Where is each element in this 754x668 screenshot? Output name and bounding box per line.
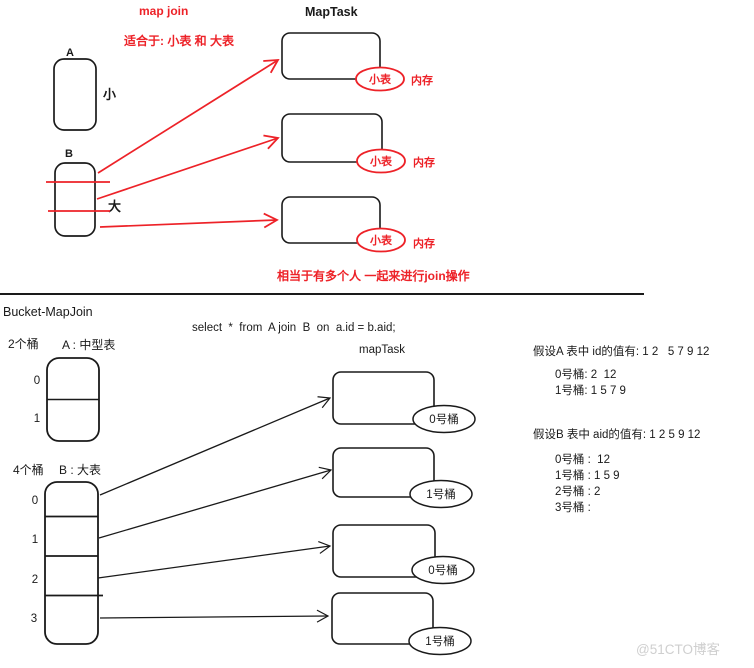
notes-b-line-3: 3号桶 :: [555, 500, 591, 514]
notes-b-line-1: 1号桶 : 1 5 9: [555, 468, 620, 482]
table-a-label: A: [66, 47, 74, 59]
red-arrow-1: [97, 58, 280, 174]
table-b-label: B: [65, 148, 73, 160]
task-box-3: [332, 524, 436, 578]
task-ellipse-4: [408, 626, 472, 656]
task-ellipse-3: [411, 555, 475, 585]
red-arrow-2: [96, 134, 280, 200]
bucket-b-box: [44, 481, 99, 645]
notes-b-line-0: 0号桶 : 12: [555, 452, 610, 466]
top-subtitle: 适合于: 小表 和 大表: [124, 33, 235, 48]
maptask-heading-bottom: mapTask: [359, 344, 405, 356]
task-ellipse-label-2: 1号桶: [426, 487, 455, 501]
task-ellipse-label-4: 1号桶: [425, 634, 454, 648]
bucket-a-cell-0: 0: [34, 375, 40, 387]
black-arrow-1: [99, 396, 332, 496]
small-table-label-3: 小表: [369, 233, 393, 247]
top-title: map join: [139, 4, 188, 18]
notes-a-heading: 假设A 表中 id的值有: 1 2 5 7 9 12: [533, 344, 709, 358]
notes-b-line-2: 2号桶 : 2: [555, 484, 600, 498]
task-box-4: [331, 592, 434, 645]
black-arrow-4: [99, 609, 330, 623]
watermark: @51CTO博客: [636, 641, 720, 657]
black-arrow-3: [97, 540, 332, 579]
maptask-box-2: [281, 113, 383, 163]
sql-text: select * from A join B on a.id = b.aid;: [192, 322, 396, 334]
bucket-a-table-label: A : 中型表: [62, 337, 115, 352]
bucket-a-cell-1: 1: [34, 413, 40, 425]
table-b-box: [54, 162, 96, 237]
task-ellipse-label-3: 0号桶: [428, 563, 457, 577]
notes-b-heading: 假设B 表中 aid的值有: 1 2 5 9 12: [533, 427, 700, 441]
task-box-1: [332, 371, 435, 425]
task-box-2: [332, 447, 435, 498]
task-ellipse-2: [409, 479, 473, 509]
notes-a-line-0: 0号桶: 2 12: [555, 367, 616, 381]
table-b-size-label: 大: [108, 199, 121, 214]
memory-label-3: 内存: [413, 236, 435, 250]
bucket-b-cell-0: 0: [32, 495, 38, 507]
bucket-b-table-label: B : 大表: [59, 463, 101, 477]
task-ellipse-label-1: 0号桶: [429, 412, 458, 426]
maptask-heading: MapTask: [305, 5, 358, 19]
bucket-b-count-label: 4个桶: [13, 462, 44, 477]
small-table-ellipse-1: [355, 66, 405, 92]
bucket-a-count-label: 2个桶: [8, 336, 39, 351]
black-arrow-2: [98, 466, 333, 539]
small-table-ellipse-3: [356, 227, 406, 253]
task-ellipse-1: [412, 404, 476, 434]
bucket-b-cell-3: 3: [31, 613, 37, 625]
bucket-b-cell-2: 2: [32, 574, 38, 586]
red-arrow-3: [99, 212, 279, 229]
maptask-box-3: [281, 196, 381, 244]
memory-label-2: 内存: [413, 155, 435, 169]
table-a-size-label: 小: [103, 87, 116, 102]
small-table-label-1: 小表: [368, 72, 392, 86]
top-caption: 相当于有多个人 一起来进行join操作: [277, 268, 470, 283]
maptask-box-1: [281, 32, 381, 80]
memory-label-1: 内存: [411, 73, 433, 87]
table-a-box: [53, 58, 97, 131]
bottom-title: Bucket-MapJoin: [3, 305, 93, 319]
bucket-b-cell-1: 1: [32, 534, 38, 546]
notes-a-line-1: 1号桶: 1 5 7 9: [555, 383, 626, 397]
small-table-label-2: 小表: [369, 154, 393, 168]
small-table-ellipse-2: [356, 148, 406, 174]
